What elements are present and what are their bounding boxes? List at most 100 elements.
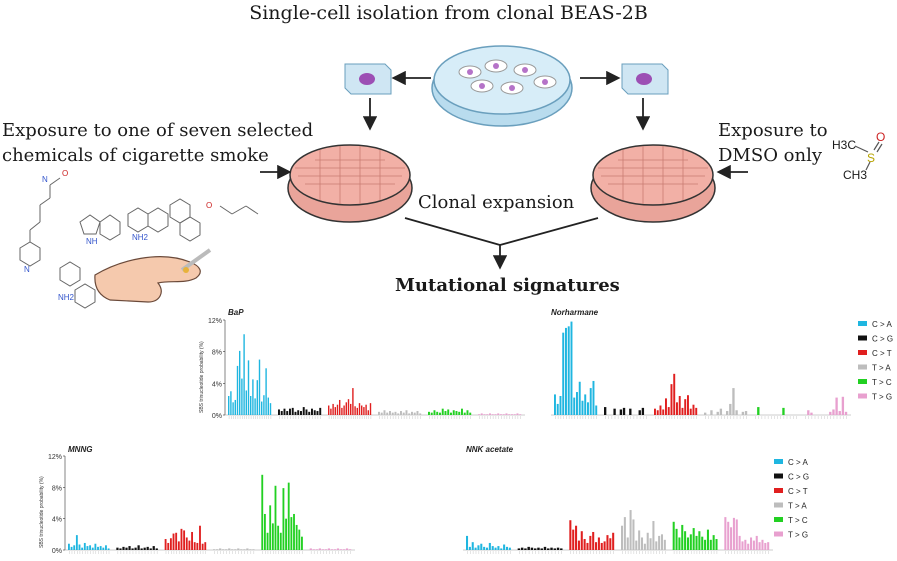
chemical-exposure-label-line2: chemicals of cigarette smoke: [2, 145, 269, 166]
bar-ctoa: [265, 368, 267, 415]
y-tick-label: 8%: [212, 350, 222, 357]
bar-ttoa: [383, 410, 386, 415]
bar-ctoa: [89, 545, 92, 550]
bar-ttoa: [246, 548, 249, 550]
bar-ctoa: [86, 546, 89, 550]
bar-ttog: [844, 411, 848, 415]
bar-ttog: [333, 549, 337, 550]
bar-ctog: [297, 410, 300, 415]
bar-ttoa: [629, 510, 632, 550]
bar-ctoa: [494, 547, 497, 550]
bar-ctoa: [466, 535, 469, 550]
bar-ttoc: [274, 485, 277, 550]
bar-ctoa: [232, 402, 234, 415]
atom-label: O: [62, 169, 68, 178]
bar-ttoa: [643, 543, 646, 550]
bar-ttoc: [441, 408, 444, 415]
bar-ttoc: [706, 529, 709, 550]
legend-swatch: [774, 473, 783, 479]
bar-ttog: [511, 414, 513, 415]
bar-ttoc: [698, 531, 701, 550]
bar-ctog: [517, 548, 521, 550]
bar-ttog: [489, 413, 491, 415]
bar-ctot: [328, 405, 330, 415]
bar-ctoa: [239, 350, 241, 416]
bar-ctot: [609, 538, 612, 550]
bar-ctog: [305, 409, 308, 415]
bar-ctoa: [488, 542, 491, 550]
bar-ttoc: [695, 535, 698, 550]
bar-ttoc: [290, 517, 293, 550]
bar-ttoc: [269, 505, 272, 550]
bar-ttoa: [621, 525, 624, 550]
bar-ctoa: [252, 379, 254, 416]
bar-ctoa: [573, 397, 576, 415]
bar-ctoa: [480, 543, 483, 550]
bar-ctot: [201, 543, 204, 550]
bar-ttoa: [237, 548, 240, 550]
bar-ctot: [191, 531, 193, 550]
bar-ctog: [134, 547, 137, 550]
bar-ttoa: [231, 549, 234, 550]
bar-ttoc: [295, 524, 298, 550]
bar-ctog: [319, 407, 322, 416]
bar-ctoa: [234, 399, 236, 415]
atom-label: NH2: [58, 293, 75, 302]
chemical-exposure-label: Exposure to one of seven selected chemic…: [2, 118, 332, 168]
bar-ctoa: [75, 535, 78, 550]
bar-ttoa: [626, 537, 629, 550]
bar-ctog: [311, 408, 313, 415]
bar-ctot: [577, 540, 580, 550]
mutational-signatures-label: Mutational signatures: [395, 275, 620, 296]
bar-ttoc: [712, 535, 715, 550]
bar-ctot: [350, 403, 352, 415]
clonal-expansion-label: Clonal expansion: [418, 192, 575, 213]
bar-ttoa: [240, 549, 243, 550]
bar-ttoc: [263, 513, 266, 550]
bar-ttog: [727, 521, 730, 550]
bar-ctoa: [105, 545, 107, 550]
bar-ttoc: [452, 410, 455, 415]
bar-ctoa: [99, 546, 102, 550]
bar-ctot: [169, 538, 172, 550]
bar-ctoa: [97, 546, 99, 550]
bar-ctoa: [267, 397, 269, 415]
bar-ctot: [164, 539, 167, 550]
bar-ctoa: [107, 548, 110, 550]
bar-ttoa: [732, 388, 735, 415]
y-tick-label: 0%: [212, 413, 222, 420]
bar-ctog: [527, 546, 530, 550]
atom-label: O: [206, 201, 212, 210]
bar-ttoc: [282, 488, 285, 550]
bar-ctog: [152, 546, 155, 550]
bar-ctog: [143, 547, 146, 550]
bar-ctoa: [258, 359, 261, 415]
bar-ctot: [345, 402, 347, 415]
bar-ttog: [505, 413, 508, 415]
bar-ttoc: [466, 410, 469, 415]
bar-ttoc: [298, 529, 301, 550]
bar-ctog: [146, 546, 149, 550]
bar-ctoa: [247, 360, 250, 416]
bar-ttog: [829, 411, 832, 415]
bar-ttog: [724, 517, 727, 550]
bar-ttog: [732, 517, 735, 550]
bar-ctog: [619, 409, 623, 415]
bar-ctoa: [562, 332, 565, 415]
bar-ctog: [289, 408, 291, 415]
y-axis-label: SBS trinucleotide probability (%): [199, 341, 205, 413]
bar-ctoa: [589, 388, 592, 415]
bar-ttog: [750, 537, 753, 550]
chart-title: BaP: [228, 308, 244, 317]
dmso-structure: [854, 141, 883, 171]
bar-ttoa: [638, 530, 641, 550]
single-cell-well-left: [344, 63, 392, 95]
bar-ttoa: [741, 411, 745, 415]
bar-ctoa: [570, 321, 573, 415]
bar-ctot: [341, 407, 343, 416]
bar-ctog: [308, 411, 311, 415]
atom-label: NH2: [132, 233, 149, 242]
chemical-atom-labels: N O NH2 NH N O NH2: [24, 169, 212, 302]
bar-ttoc: [433, 410, 436, 415]
